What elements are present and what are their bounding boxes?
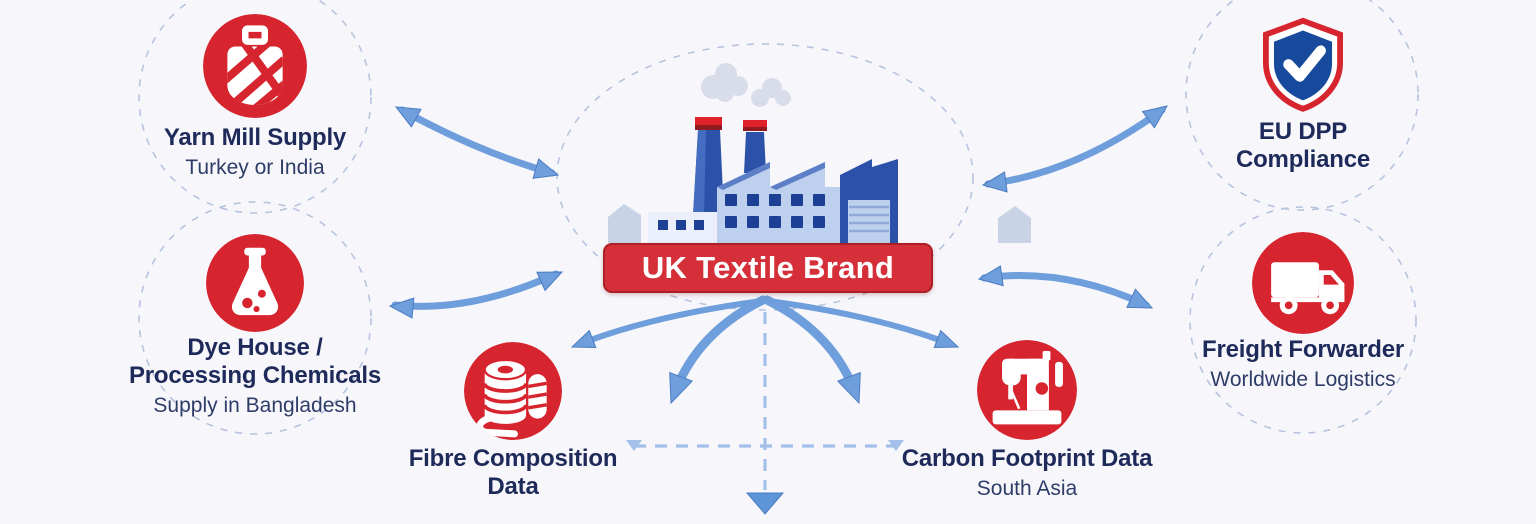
node-freight-forwarder: Freight Forwarder Worldwide Logistics: [1147, 232, 1459, 392]
carbon-subtitle: South Asia: [976, 476, 1078, 500]
smoke-clouds: [701, 63, 791, 107]
fabric-rolls-icon: [464, 342, 562, 440]
node-yarn-mill: Yarn Mill Supply Turkey or India: [95, 14, 415, 180]
bush-right: [998, 206, 1031, 243]
eu-dpp-title-line2: Compliance: [1235, 145, 1371, 173]
eu-dpp-dashed-circle: [1185, 0, 1419, 211]
dye-house-subtitle: Supply in Bangladesh: [153, 393, 357, 417]
shield-check-icon: [1263, 17, 1343, 112]
freight-dashed-circle: [1189, 206, 1417, 434]
dye-house-title-line1: Dye House /: [187, 334, 323, 361]
arrow-center-eudpp: [981, 105, 1169, 193]
right-chimney: [743, 120, 767, 173]
node-fibre-composition: Fibre Composition Data: [373, 342, 653, 501]
left-chimney: [693, 117, 724, 215]
chemical-flask-icon: [206, 234, 304, 332]
fibre-title-line2: Data: [487, 472, 539, 500]
truck-icon: [1252, 232, 1354, 334]
yarn-spool-icon: [203, 14, 307, 118]
center-brand-banner: UK Textile Brand: [603, 243, 933, 293]
eu-dpp-title-line1: EU DPP: [1258, 118, 1348, 145]
left-tick-arrowhead: [626, 440, 642, 451]
yarn-mill-title: Yarn Mill Supply: [163, 124, 347, 151]
factory-illustration: [608, 63, 1031, 243]
fibre-title-line1: Fibre Composition: [408, 445, 618, 472]
node-carbon-footprint: Carbon Footprint Data South Asia: [867, 340, 1187, 501]
down-arrowhead: [745, 492, 785, 515]
arrow-center-freight: [977, 265, 1154, 309]
arrow-center-carbon: [765, 298, 960, 348]
arrow-center-inner-left: [669, 295, 768, 405]
arrow-yarn-center: [394, 106, 560, 179]
arrow-center-fibre: [570, 298, 765, 348]
node-eu-dpp: EU DPP Compliance: [1173, 16, 1433, 174]
double-headed-arrows: [388, 105, 1169, 319]
node-dye-house: Dye House / Processing Chemicals Supply …: [75, 234, 435, 418]
dashed-axis-lines: [626, 312, 904, 515]
dye-house-title-line2: Processing Chemicals: [128, 361, 382, 389]
sewing-machine-icon: [977, 340, 1077, 440]
arrow-dye-center: [388, 270, 564, 319]
yarn-mill-subtitle: Turkey or India: [185, 155, 325, 179]
dashed-boundaries: [138, 0, 1419, 435]
main-building: [717, 162, 840, 243]
bush-left: [608, 204, 641, 243]
fan-arrows: [570, 295, 960, 405]
center-dashed-ellipse: [556, 43, 974, 311]
right-tick-arrowhead: [888, 440, 904, 451]
loading-bay-building: [840, 159, 898, 243]
freight-title: Freight Forwarder: [1202, 336, 1404, 363]
center-brand-label: UK Textile Brand: [641, 250, 895, 285]
arrow-center-inner-right: [762, 295, 861, 405]
small-warehouse: [648, 212, 718, 243]
dye-house-dashed-circle: [138, 201, 372, 435]
carbon-title: Carbon Footprint Data: [901, 445, 1153, 472]
yarn-mill-dashed-circle: [138, 0, 372, 214]
freight-subtitle: Worldwide Logistics: [1210, 367, 1396, 391]
